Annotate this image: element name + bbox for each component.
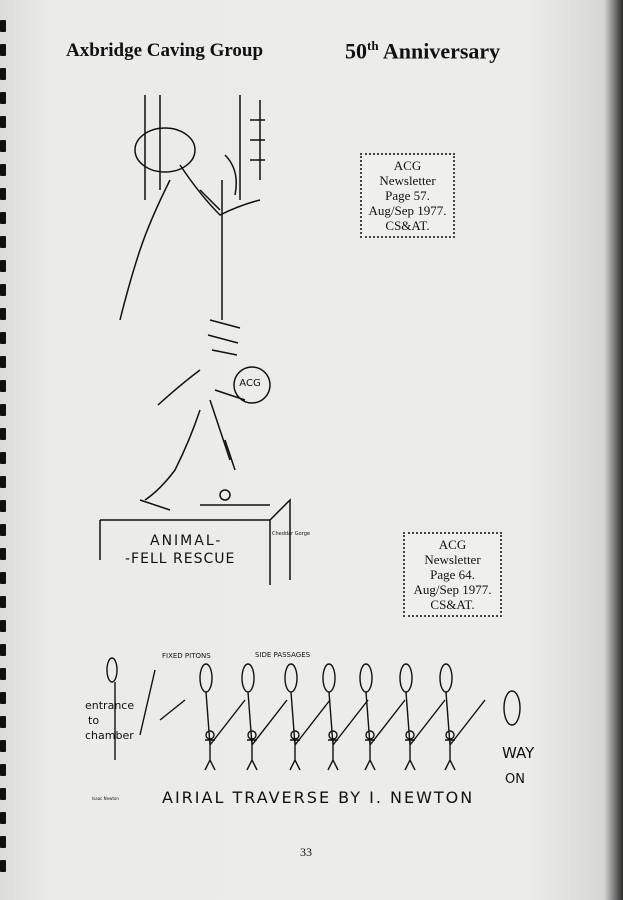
header-anniversary: 50th Anniversary [345,38,500,64]
binding-ring [0,620,6,632]
binding-ring [0,524,6,536]
figure-head [445,730,455,740]
note-line: Aug/Sep 1977. [368,203,447,218]
note-line: Page 57. [385,188,430,203]
note-line: CS&AT. [430,597,475,612]
binding-ring [0,788,6,800]
signature: Isaac Newton [92,796,119,801]
entrance-rope [114,669,186,760]
cartoon-caption-line1: ANIMAL- [150,533,222,549]
binding-ring [0,836,6,848]
binding-ring [0,332,6,344]
anniversary-word: Anniversary [382,38,501,64]
figure-head [405,730,415,740]
stick-figure [246,691,288,771]
binding-ring [0,260,6,272]
binding-ring [0,644,6,656]
animal-fell-rescue-cartoon [99,95,291,585]
figure-head [247,730,257,740]
binding-ring [0,668,6,680]
newsletter-reference-box: ACG Newsletter Page 64. Aug/Sep 1977. CS… [403,532,502,617]
side-passage [241,663,255,693]
note-line: Aug/Sep 1977. [413,582,492,597]
label-side-passages: SIDE PASSAGES [255,651,311,659]
binding-ring [0,476,6,488]
anniversary-number: 50 [345,38,367,64]
binding-ring [0,68,6,80]
binding-ring [0,764,6,776]
binding-ring [0,284,6,296]
binding-ring [0,188,6,200]
helmet-text: ACG [239,378,260,389]
stick-figure [289,691,331,771]
label-entrance: entrance [85,699,134,712]
label-chamber-text: chamber [85,729,134,742]
side-passage [199,663,213,693]
note-line: CS&AT. [385,218,430,233]
binding-ring [0,116,6,128]
binding-ring [0,452,6,464]
side-passage [399,663,413,693]
figure-head [365,730,375,740]
cartoon-caption-line2: -FELL RESCUE [125,551,235,567]
side-passage [439,663,453,693]
binding-ring [0,164,6,176]
binding-ring [0,380,6,392]
page-number: 33 [300,845,312,859]
entrance-passage [106,657,118,683]
binding-ring [0,404,6,416]
stick-figure [204,691,246,771]
stick-figure [364,691,406,771]
newsletter-reference-box: ACG Newsletter Page 57. Aug/Sep 1977. CS… [360,153,455,238]
side-passage [284,663,298,693]
note-line: Page 64. [430,567,475,582]
binding-ring [0,596,6,608]
binding-ring [0,716,6,728]
label-on: ON [505,772,525,787]
airial-traverse-cartoon [106,657,521,771]
binding-ring [0,500,6,512]
stick-figure [327,691,369,771]
note-line: Newsletter [379,173,436,188]
binding-ring [0,692,6,704]
anniversary-suffix: th [367,38,379,53]
note-line: Newsletter [424,552,481,567]
stick-figure [444,691,486,771]
binding-ring [0,428,6,440]
binding-ring [0,308,6,320]
binding-ring [0,20,6,32]
way-on-passage [503,690,521,726]
binding-ring [0,140,6,152]
figure-head [328,730,338,740]
binding-ring [0,740,6,752]
binding-ring [0,92,6,104]
side-passage [322,663,336,693]
binding-ring [0,572,6,584]
binding-ring [0,44,6,56]
box-small-text: Cheddar Gorge [272,531,310,537]
binding-ring [0,212,6,224]
label-way: WAY [502,744,535,762]
binding-ring [0,812,6,824]
figure-head [290,730,300,740]
header-group-name: Axbridge Caving Group [66,40,264,61]
label-fixed-pitons: FIXED PITONS [162,652,211,660]
side-passage [359,663,373,693]
label-to: to [88,714,99,727]
binding-ring [0,548,6,560]
figure-head [205,730,215,740]
note-line: ACG [438,537,467,552]
spiral-binding [0,20,8,890]
binding-ring [0,236,6,248]
traverse-caption: AIRIAL TRAVERSE BY I. NEWTON [162,788,474,807]
binding-ring [0,860,6,872]
binding-ring [0,356,6,368]
note-line: ACG [393,158,422,173]
stick-figure [404,691,446,771]
